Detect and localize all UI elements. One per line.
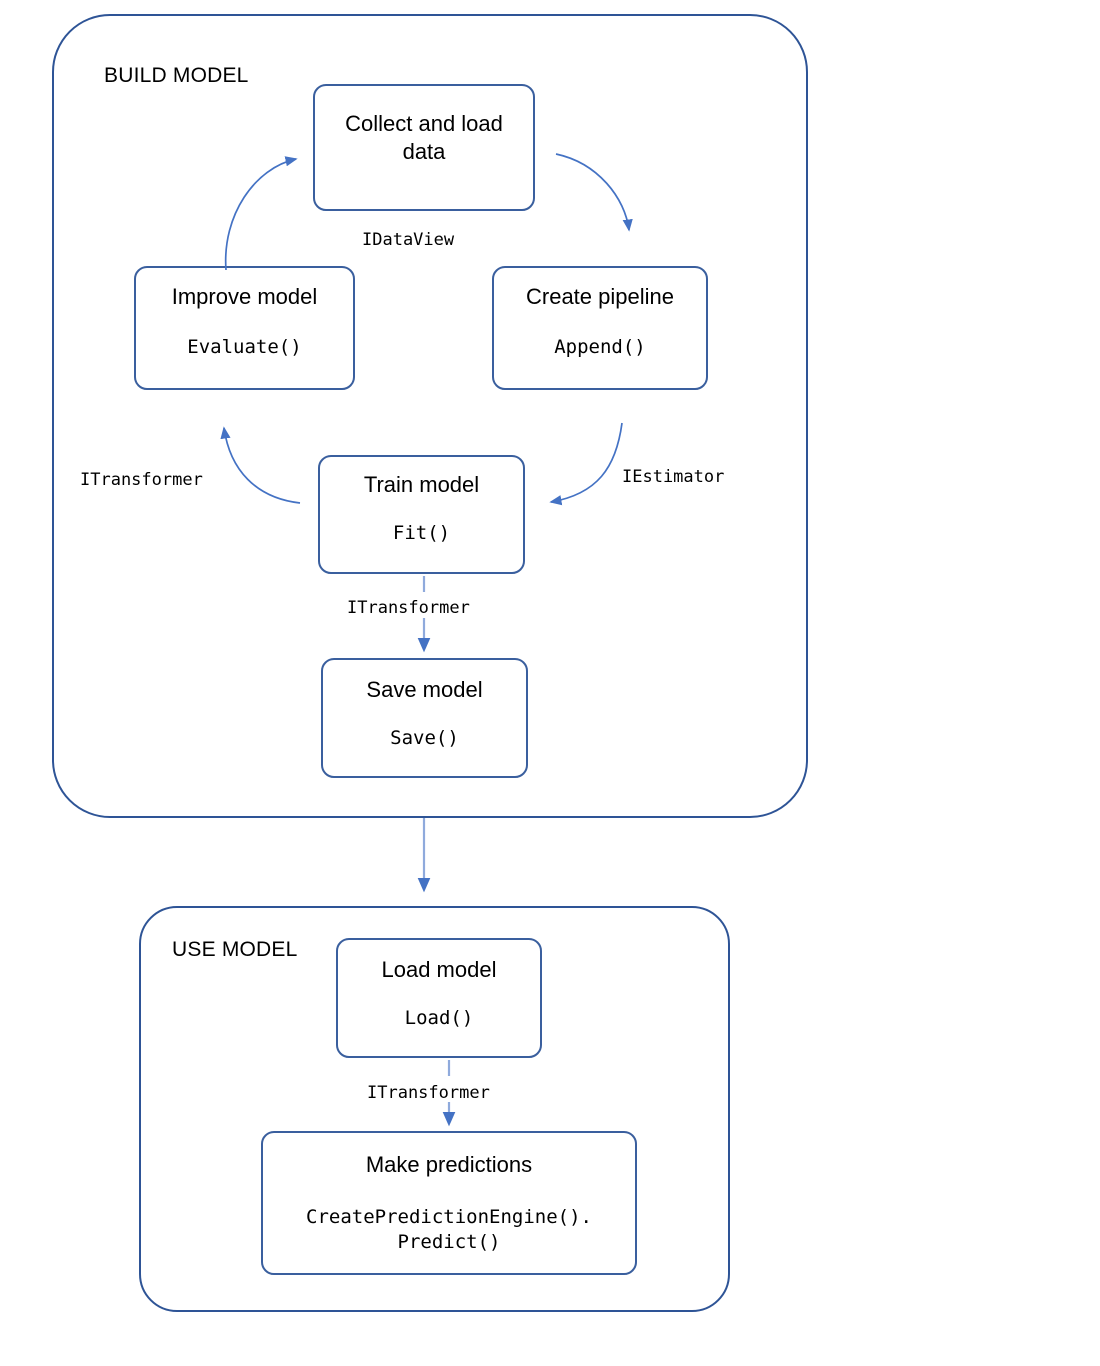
- group-build-model-label: BUILD MODEL: [104, 64, 249, 87]
- node-make-predictions-title: Make predictions: [365, 1152, 533, 1177]
- node-train-model-title: Train model: [363, 472, 480, 497]
- node-save-model-code: Save(): [390, 727, 459, 749]
- node-improve-model[interactable]: Improve model Evaluate(): [134, 266, 355, 390]
- edge-label-itransformer-predict: ITransformer: [367, 1083, 490, 1103]
- node-create-pipeline-title: Create pipeline: [526, 284, 674, 309]
- node-collect-and-load-data-title: Collect and load data: [345, 111, 503, 164]
- node-train-model[interactable]: Train model Fit(): [318, 455, 525, 574]
- node-make-predictions[interactable]: Make predictions CreatePredictionEngine(…: [261, 1131, 637, 1275]
- edge-label-itransformer-left: ITransformer: [80, 470, 203, 490]
- node-make-predictions-code: CreatePredictionEngine(). Predict(): [306, 1206, 592, 1253]
- edge-label-itransformer-save: ITransformer: [347, 598, 470, 618]
- node-create-pipeline[interactable]: Create pipeline Append(): [492, 266, 708, 390]
- node-save-model-title: Save model: [366, 677, 483, 702]
- node-improve-model-code: Evaluate(): [187, 336, 302, 358]
- node-create-pipeline-code: Append(): [554, 336, 646, 358]
- node-load-model[interactable]: Load model Load(): [336, 938, 542, 1058]
- edge-label-iestimator: IEstimator: [622, 467, 725, 487]
- node-collect-and-load-data[interactable]: Collect and load data: [313, 84, 535, 211]
- edge-label-idataview: IDataView: [362, 230, 455, 250]
- group-build-model: [52, 14, 808, 818]
- node-train-model-code: Fit(): [392, 522, 451, 544]
- node-save-model[interactable]: Save model Save(): [321, 658, 528, 778]
- node-load-model-title: Load model: [381, 957, 497, 982]
- node-load-model-code: Load(): [404, 1007, 474, 1029]
- node-improve-model-title: Improve model: [171, 284, 318, 309]
- group-use-model: [139, 906, 730, 1312]
- group-use-model-label: USE MODEL: [172, 938, 298, 961]
